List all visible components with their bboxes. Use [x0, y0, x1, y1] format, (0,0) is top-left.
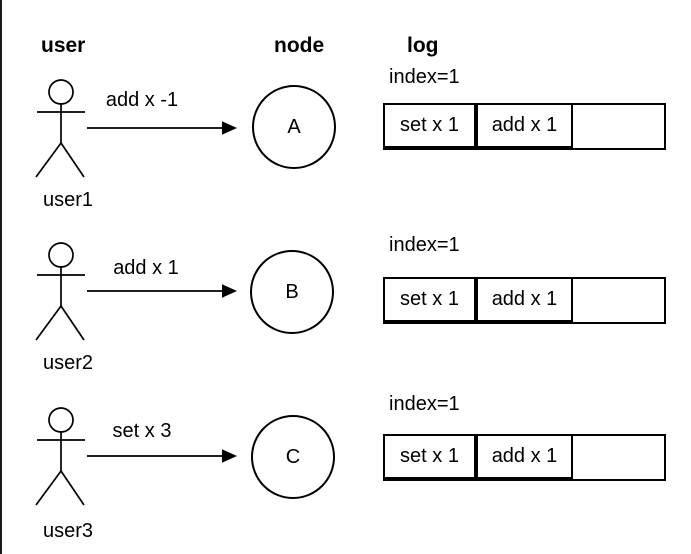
message-label: set x 3 [112, 420, 172, 442]
stick-figure-icon [35, 242, 85, 341]
log-cell: set x 1 [383, 434, 476, 479]
log-cell: add x 1 [476, 103, 573, 148]
log-index-label: index=1 [389, 393, 460, 415]
stick-figure-icon [35, 407, 85, 506]
user-label: user2 [42, 352, 94, 374]
node-label: C [285, 445, 301, 468]
message-label: add x -1 [105, 89, 179, 111]
node-label: A [287, 115, 301, 138]
arrow-icon [87, 121, 237, 135]
log-cell: add x 1 [476, 434, 573, 479]
canvas-left-border [0, 0, 2, 554]
log-table: set x 1 add x 1 [383, 103, 666, 150]
log-cell-empty [573, 105, 649, 148]
log-index-label: index=1 [389, 66, 460, 88]
arrow-icon [87, 284, 237, 298]
log-cell: set x 1 [383, 103, 476, 148]
log-cell-empty [573, 436, 649, 479]
log-table: set x 1 add x 1 [383, 277, 666, 324]
message-label: add x 1 [113, 257, 179, 279]
row2-graphics [35, 242, 237, 341]
node-circle: B [250, 250, 334, 334]
log-cell: set x 1 [383, 277, 476, 322]
column-header-log: log [407, 34, 439, 57]
log-index-label: index=1 [389, 234, 460, 256]
stick-figure-icon [35, 79, 85, 178]
log-cell: add x 1 [476, 277, 573, 322]
column-header-user: user [41, 34, 86, 57]
column-header-node: node [274, 34, 325, 57]
log-table: set x 1 add x 1 [383, 434, 666, 481]
row3-graphics [35, 407, 237, 506]
user-label: user1 [42, 189, 94, 211]
node-circle: A [252, 85, 336, 169]
arrow-icon [87, 449, 237, 463]
node-label: B [285, 280, 299, 303]
node-circle: C [251, 415, 335, 499]
row1-graphics [35, 79, 237, 178]
user-label: user3 [42, 520, 94, 542]
log-cell-empty [573, 279, 649, 322]
